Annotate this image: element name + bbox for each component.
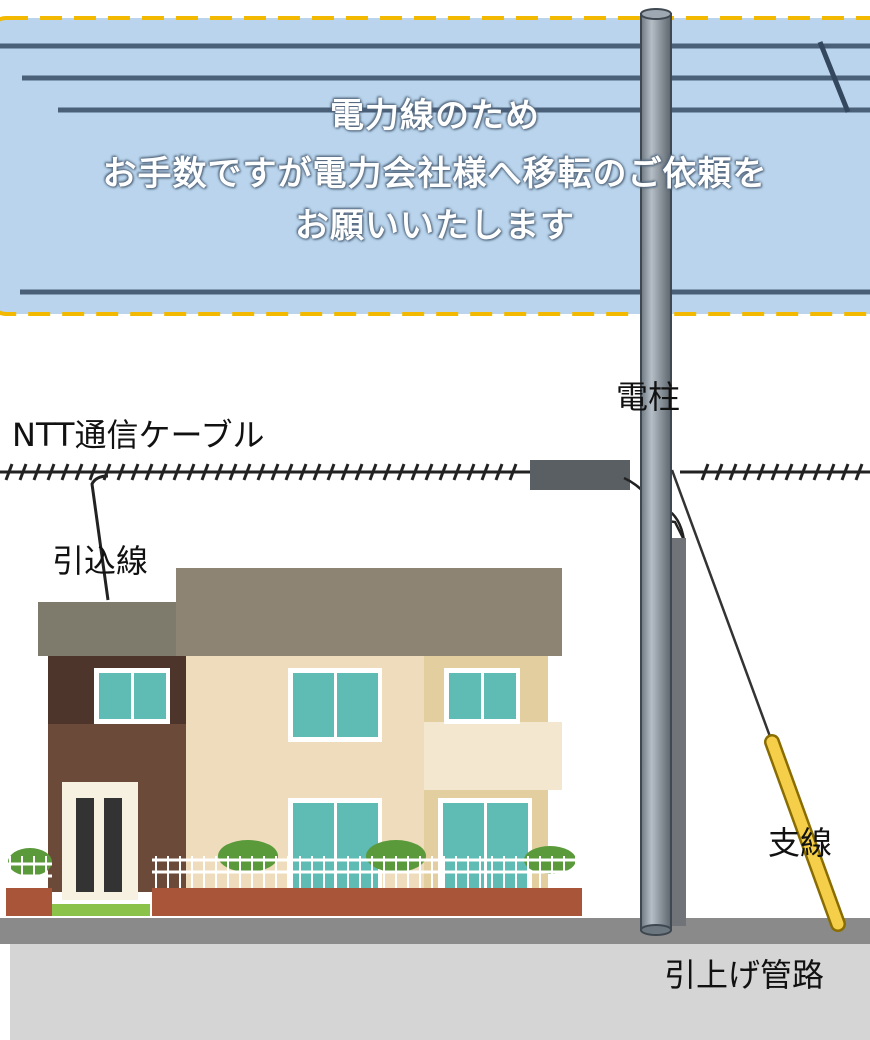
notice-line-2: お手数ですが電力会社様へ移転のご依頼を — [102, 154, 768, 194]
riser-conduit-label: 引上げ管路 — [664, 956, 825, 994]
ntt-cable-label: NTT通信ケーブル — [12, 416, 265, 454]
house — [6, 568, 582, 916]
guy-wire — [670, 469, 774, 743]
utility-pole — [640, 8, 672, 936]
pole-label: 電柱 — [616, 378, 681, 416]
drop-wire-label: 引込線 — [52, 542, 149, 580]
road — [0, 918, 870, 944]
notice-line-3: お願いいたします — [295, 206, 575, 246]
notice-line-1: 電力線のため — [330, 96, 540, 136]
guy-guard — [764, 734, 846, 932]
cable-closure — [530, 460, 630, 490]
drop-wire — [90, 474, 110, 601]
pavement — [10, 944, 870, 1040]
ntt-cable — [0, 463, 870, 481]
power-lines — [0, 43, 870, 295]
guy-wire-label: 支線 — [768, 824, 833, 862]
insulator-strap — [817, 41, 851, 113]
